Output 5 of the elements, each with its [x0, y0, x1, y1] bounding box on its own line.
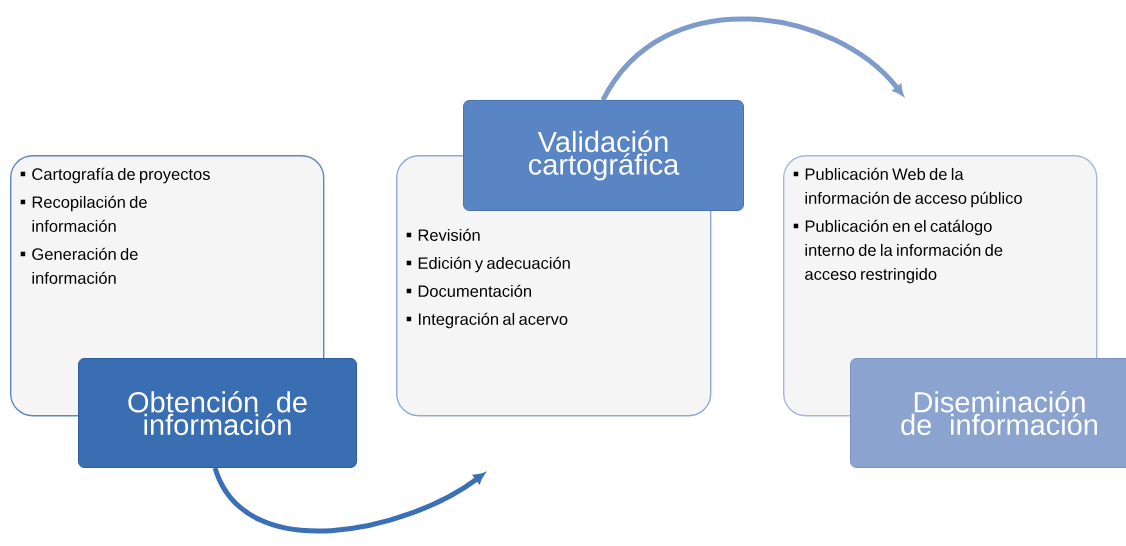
- curved-arrow: [600, 16, 904, 102]
- title-box: Obtención de información: [78, 358, 357, 468]
- curved-arrow: [212, 466, 485, 534]
- title-box: Diseminación de información: [850, 358, 1126, 468]
- title-box: Validación cartográfica: [463, 100, 744, 211]
